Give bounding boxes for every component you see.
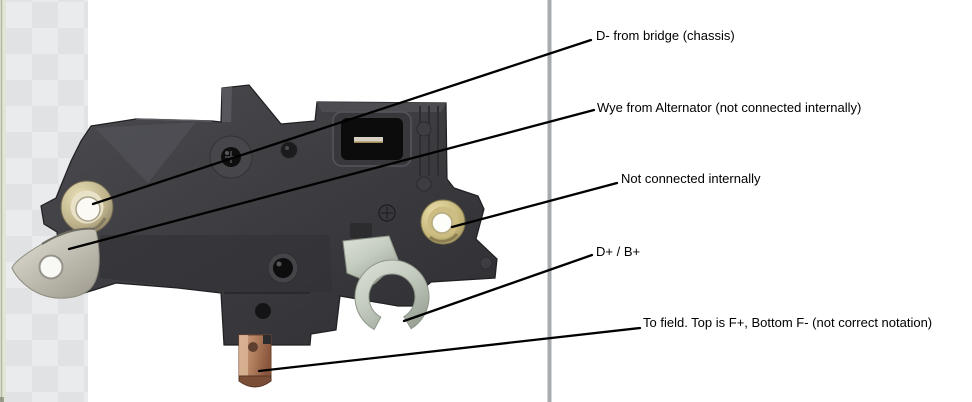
screw-small-upper: [280, 141, 298, 159]
b-plus-grommet-hole: [420, 199, 466, 245]
annotation-lines: [67, 38, 642, 373]
socket-pin: [354, 137, 383, 142]
brush-terminal: [238, 334, 272, 388]
field-terminal-clip: [342, 235, 430, 331]
leader-line-d-plus: [402, 253, 594, 323]
molded-dimples: [350, 121, 493, 270]
leader-line-to-field: [257, 326, 642, 373]
annotation-label-to-field: To field. Top is F+, Bottom F- (not corr…: [643, 315, 933, 330]
leader-line-not-connected: [450, 181, 619, 229]
regulator-photo: [11, 84, 498, 388]
body-facet-highlight: [95, 122, 196, 183]
top-edge-highlight: [135, 118, 213, 122]
leader-line-wye: [67, 108, 596, 251]
brush-holder: [224, 292, 310, 319]
leader-line-d-minus: [91, 38, 593, 206]
upper-mounting-ring: [60, 180, 114, 234]
fin-highlight: [222, 87, 232, 122]
screw-boss-lower: [267, 252, 299, 284]
annotation-label-wye: Wye from Alternator (not connected inter…: [597, 100, 862, 115]
left-edge-strip: [0, 0, 6, 402]
screw-boss-upper: [209, 135, 253, 179]
spade-connector-socket: [317, 102, 446, 176]
annotation-label-d-minus: D- from bridge (chassis): [596, 28, 735, 43]
annotation-label-d-plus-b-plus: D+ / B+: [596, 244, 641, 259]
annotation-label-not-connected: Not connected internally: [621, 171, 761, 186]
